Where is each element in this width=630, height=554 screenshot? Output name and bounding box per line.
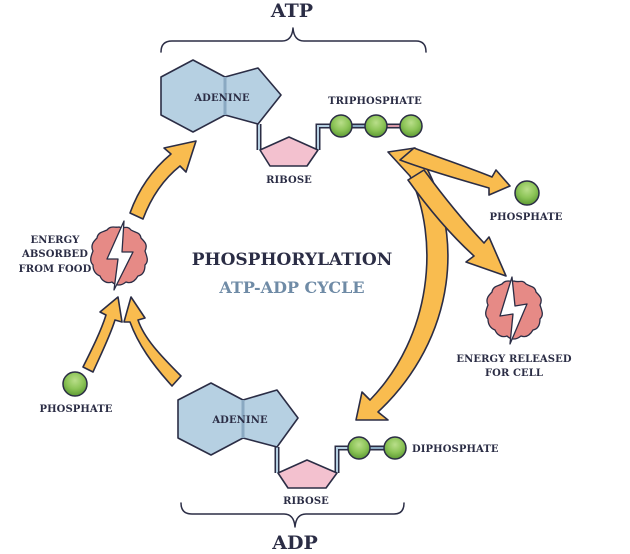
phosphate-ball [399,114,423,138]
phosphate-ball [347,436,371,460]
energy-absorbed-icon [90,220,148,291]
phosphate-ball [383,436,407,460]
release-energy-arrow [407,169,507,277]
phosphate-ball [364,114,388,138]
phosphate-to-energy-arrow [82,296,123,373]
adp-diphosphate [347,436,407,460]
atp-adenine-label: ADENINE [193,93,250,104]
adp-molecule: ADENINE RIBOSE DIPHOSPHATE [177,382,499,507]
atp-ribose-pentagon [259,136,319,167]
atp-triphosphate [329,114,423,138]
absorbed-phosphate-label: PHOSPHATE [39,404,112,415]
adp-ribose-pentagon [277,459,338,489]
energy-absorbed-label-1: ENERGY [31,235,81,246]
adp-to-energy-arrow [123,296,182,387]
energy-released-label-1: ENERGY RELEASED [456,354,571,365]
adp-label-group: ADP [180,502,405,554]
atp-brace [160,27,427,53]
diagram-title: PHOSPHORYLATION [192,250,393,270]
atp-molecule: ADENINE RIBOSE TRIPHOSPHATE [160,59,423,186]
adp-ribose-label: RIBOSE [283,496,329,507]
hydrolysis-main-arrow [355,147,449,421]
atp-triphosphate-label: TRIPHOSPHATE [328,96,422,107]
absorbed-phosphate-icon [62,371,88,397]
energy-absorbed-label-3: FROM FOOD [19,264,92,275]
release-phosphate-arrow [399,147,511,196]
adp-adenine-label: ADENINE [211,415,268,426]
diagram-subtitle: ATP-ADP CYCLE [218,278,364,297]
adp-label: ADP [271,532,318,554]
atp-ribose-label: RIBOSE [266,175,312,186]
adp-diphosphate-label: DIPHOSPHATE [412,444,499,455]
released-phosphate-label: PHOSPHATE [489,212,562,223]
synthesis-to-atp-arrow [129,140,197,220]
atp-label: ATP [270,0,313,22]
energy-absorbed-label-2: ABSORBED [21,249,88,260]
energy-released-icon [485,276,543,345]
adp-brace [180,502,405,528]
released-phosphate-icon [514,180,540,206]
phosphate-ball [329,114,353,138]
atp-label-group: ATP [160,0,427,53]
energy-released-label-2: FOR CELL [485,368,543,379]
